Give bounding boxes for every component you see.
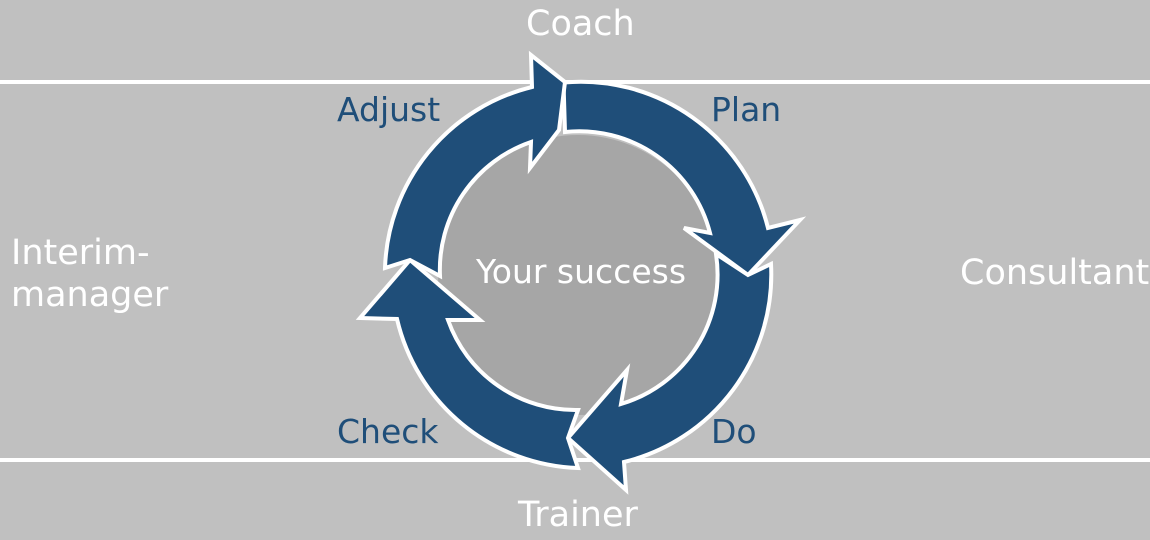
- role-consultant: Consultant: [960, 253, 1150, 293]
- role-trainer: Trainer: [518, 495, 638, 535]
- check-arrow: [355, 257, 581, 471]
- inner-success-circle: [438, 135, 718, 415]
- adjust-arrow: [382, 50, 568, 280]
- step-plan: Plan: [711, 90, 782, 129]
- role-coach: Coach: [526, 4, 635, 44]
- role-interim-manager: Interim- manager: [11, 233, 169, 315]
- center-label: Your success: [476, 252, 687, 291]
- do-arrow: [565, 249, 774, 495]
- step-adjust: Adjust: [337, 90, 441, 129]
- step-do: Do: [711, 412, 757, 451]
- step-check: Check: [337, 412, 439, 451]
- plan-arrow: [561, 79, 807, 278]
